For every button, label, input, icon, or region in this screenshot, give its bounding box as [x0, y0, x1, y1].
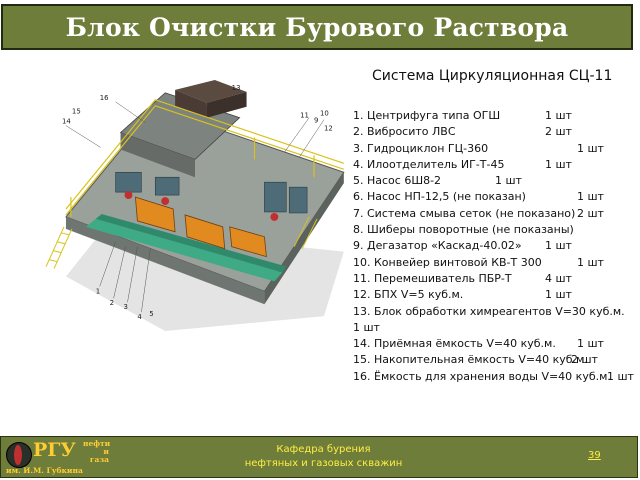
- page-number[interactable]: 39: [588, 450, 601, 461]
- diagram-label: 11: [300, 112, 309, 120]
- list-item: 15. Накопительная ёмкость V=40 куб.м.2 ш…: [353, 353, 598, 367]
- university-logo: РГУ нефти и газа им. И.М. Губкина: [6, 439, 111, 476]
- equipment-illustration: 1 2 3 4 5 9 10 11 12 13 14 15 16: [45, 79, 345, 332]
- list-item: 14. Приёмная ёмкость V=40 куб.м.1 шт: [353, 337, 604, 351]
- diagram-label: 16: [100, 94, 109, 102]
- department-name: Кафедра бурения нефтяных и газовых скваж…: [244, 444, 403, 469]
- logo-subtitle: им. И.М. Губкина: [6, 466, 83, 475]
- title-bar: Блок Очистки Бурового Раствора: [1, 4, 633, 50]
- diagram-label: 9: [314, 117, 318, 125]
- list-item: 9. Дегазатор «Каскад-40.02»1 шт: [353, 239, 572, 253]
- footer-bar: РГУ нефти и газа им. И.М. Губкина Кафедр…: [0, 436, 638, 478]
- list-item: 12. БПХ V=5 куб.м.1 шт: [353, 288, 572, 302]
- diagram-label: 14: [62, 118, 71, 126]
- diagram-label: 3: [124, 303, 128, 311]
- diagram-label: 5: [149, 310, 153, 318]
- list-item: 7. Система смыва сеток (не показано)2 шт: [353, 206, 604, 220]
- diagram-label: 4: [137, 313, 142, 321]
- list-item: 1 шт: [353, 320, 380, 334]
- diagram-label: 10: [320, 110, 329, 118]
- system-subtitle: Система Циркуляционная СЦ-11: [372, 68, 613, 84]
- diagram-label: 12: [324, 125, 333, 133]
- list-item: 6. Насос НП-12,5 (не показан)1 шт: [353, 190, 604, 204]
- diagram-label: 1: [96, 287, 100, 295]
- diagram-label: 13: [232, 84, 241, 92]
- diagram-label: 15: [72, 108, 81, 116]
- globe-icon: [6, 442, 32, 468]
- slide-title: Блок Очистки Бурового Раствора: [65, 12, 569, 42]
- logo-title: РГУ: [33, 439, 76, 461]
- list-item: 8. Шиберы поворотные (не показаны): [353, 223, 574, 237]
- list-item: 13. Блок обработки химреагентов V=30 куб…: [353, 304, 625, 318]
- diagram-label: 2: [110, 299, 114, 307]
- list-item: 16. Ёмкость для хранения воды V=40 куб.м…: [353, 369, 634, 383]
- logo-side-text: нефти и газа: [83, 439, 111, 464]
